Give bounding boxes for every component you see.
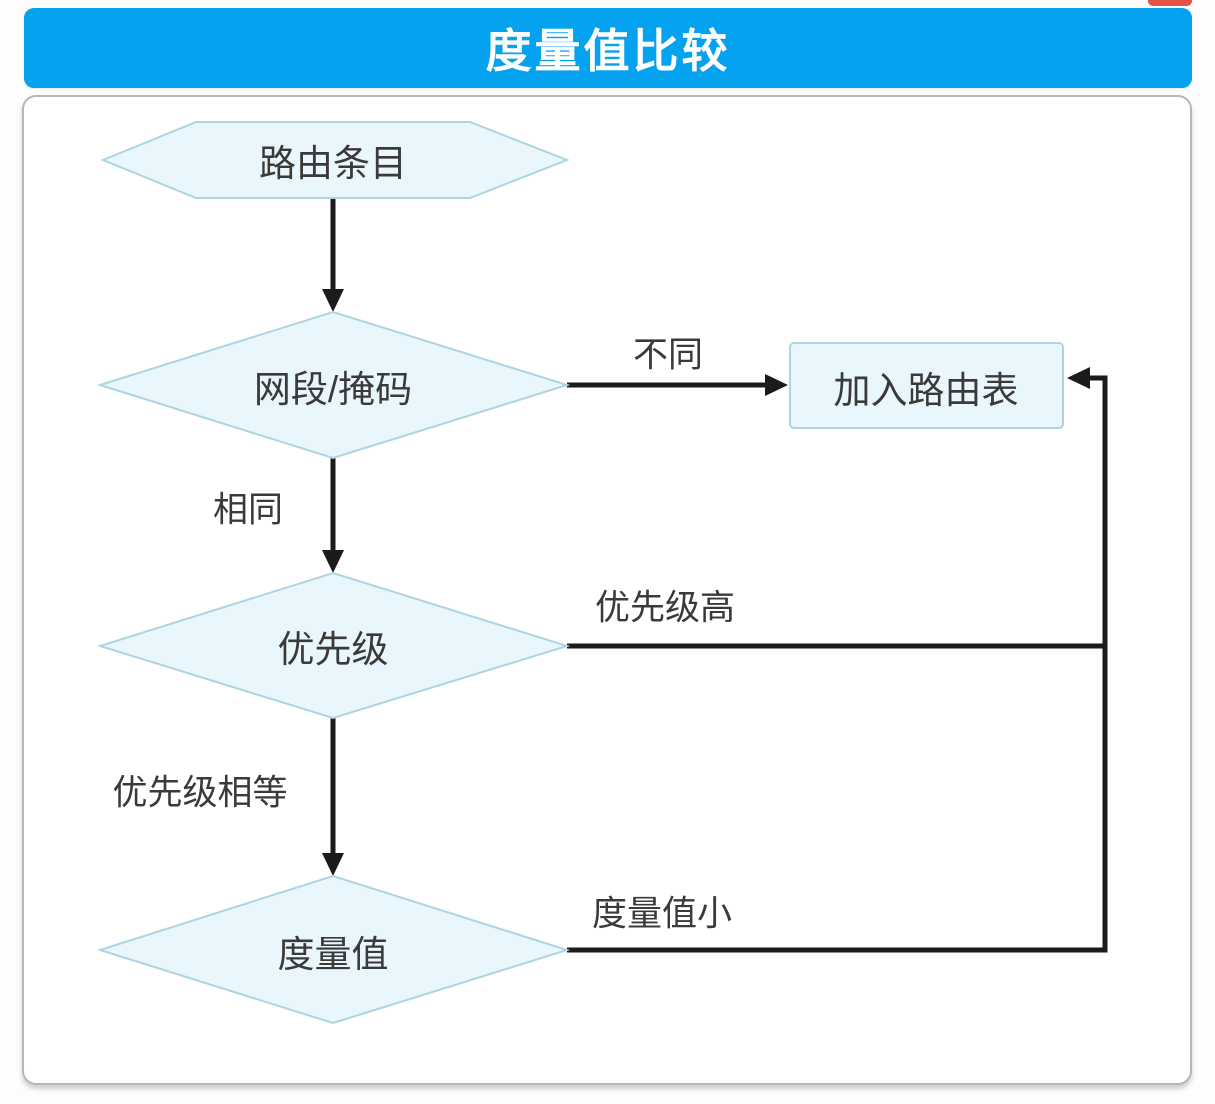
node-label-priority: 优先级 xyxy=(277,629,389,670)
edge-label-priority-high: 优先级高 xyxy=(594,588,736,628)
hexagon-route-entry xyxy=(100,121,570,199)
arrowhead-right-rect xyxy=(765,374,788,396)
node-label-metric: 度量值 xyxy=(277,934,389,975)
title-bar: 度量值比较 xyxy=(24,8,1192,88)
edge-label-metric-small: 度量值小 xyxy=(591,894,733,934)
arrowhead-down-netmask xyxy=(322,289,344,312)
node-label-net-mask: 网段/掩码 xyxy=(253,369,413,410)
arrowhead-down-metric xyxy=(322,853,344,876)
edge-label-same: 相同 xyxy=(212,490,284,530)
node-label-add-route-table: 加入路由表 xyxy=(833,370,1019,411)
top-right-red-fragment xyxy=(1148,0,1192,6)
arrowhead-down-priority xyxy=(322,550,344,573)
edge-label-priority-equal: 优先级相等 xyxy=(112,773,288,813)
diamond-metric xyxy=(96,874,571,1025)
diamond-net-mask xyxy=(96,310,571,460)
arrowhead-left-rect xyxy=(1067,367,1090,389)
rect-add-route-table xyxy=(789,342,1064,429)
diamond-priority xyxy=(96,571,571,720)
node-label-route-entry: 路由条目 xyxy=(259,143,407,184)
page-title: 度量值比较 xyxy=(485,25,731,77)
connector-feedback xyxy=(567,375,1108,953)
edge-label-different: 不同 xyxy=(632,335,704,375)
